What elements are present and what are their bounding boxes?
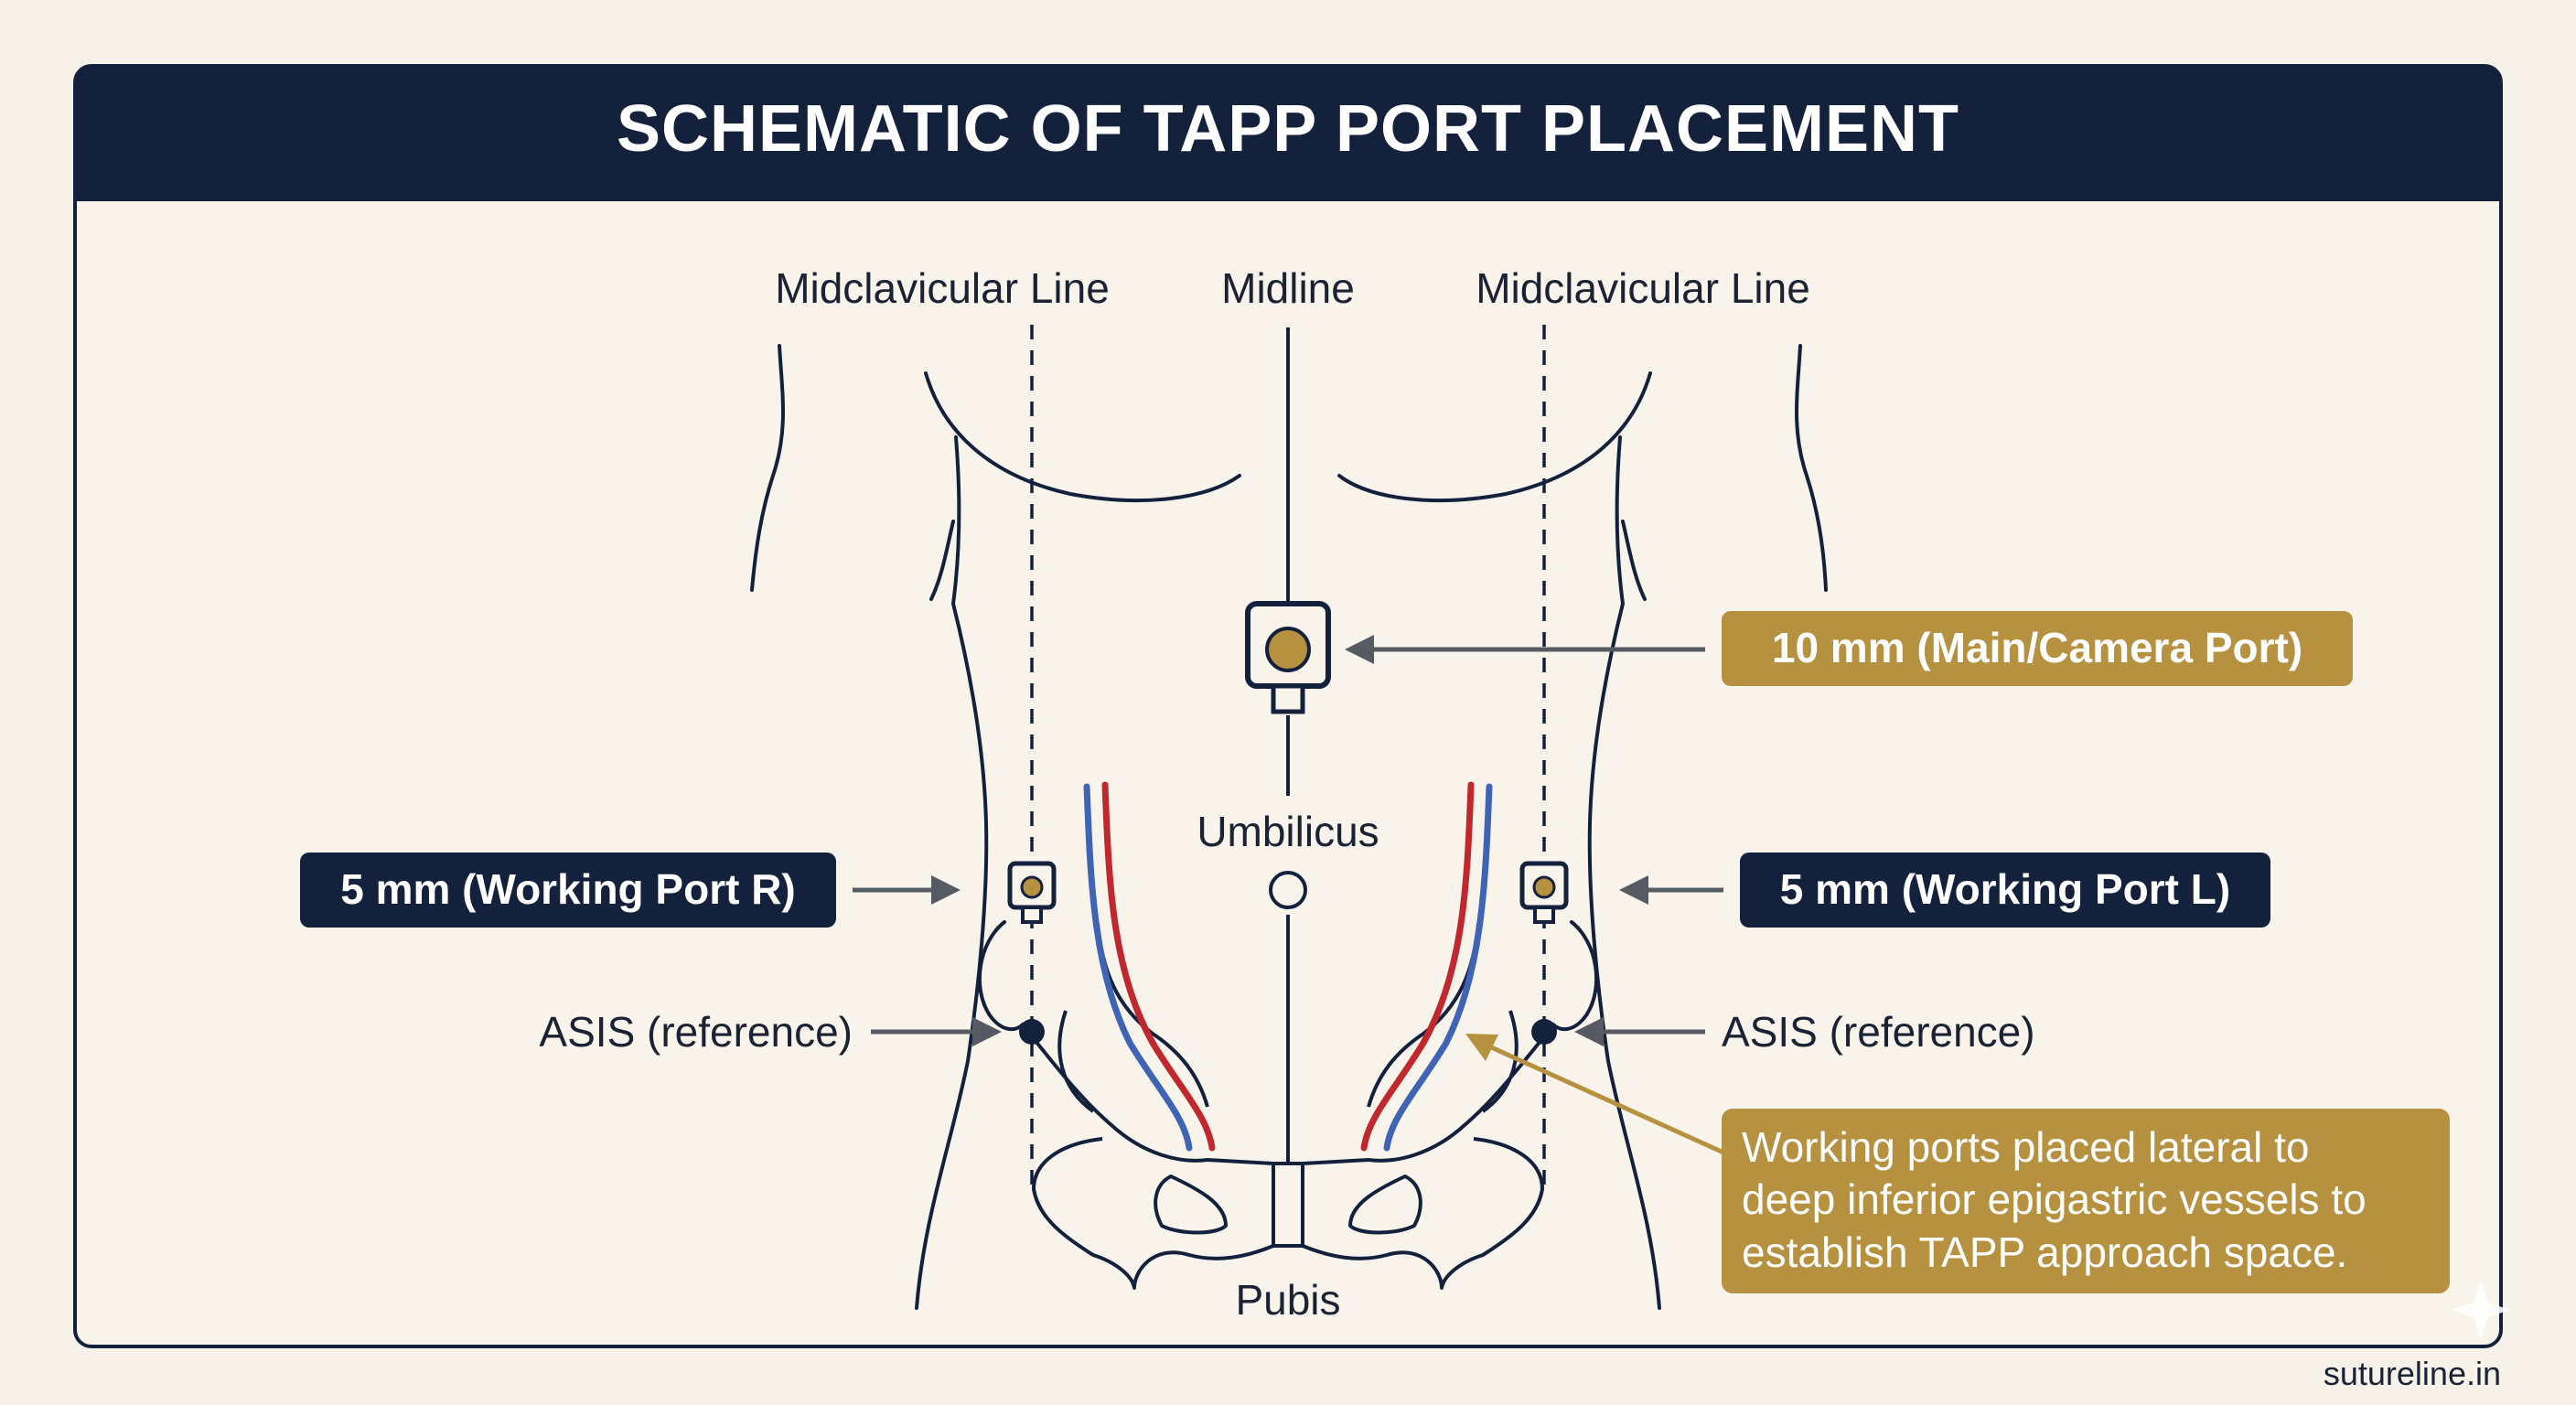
asis-left-label: ASIS (reference)	[1722, 1008, 2035, 1056]
watermark: sutureline.in	[2324, 1355, 2501, 1392]
epigastric-vessels-left	[1360, 781, 1493, 1152]
umbilicus-label: Umbilicus	[1197, 808, 1379, 855]
asis-right-marker	[1019, 1019, 1045, 1045]
note-pointer-arrow	[1465, 1034, 1725, 1155]
camera-port-label-pill: 10 mm (Main/Camera Port)	[1722, 611, 2353, 686]
camera-port-label: 10 mm (Main/Camera Port)	[1772, 624, 2302, 671]
working-port-right-label-pill: 5 mm (Working Port R)	[300, 853, 836, 928]
working-port-right-icon	[1007, 861, 1057, 924]
torso-outline	[750, 344, 1828, 1310]
asis-right-label: ASIS (reference)	[539, 1008, 853, 1056]
working-port-left-label-pill: 5 mm (Working Port L)	[1740, 853, 2270, 928]
midline-label: Midline	[1221, 264, 1355, 312]
midclavicular-line-right-label: Midclavicular Line	[775, 264, 1110, 312]
note-line-3: establish TAPP approach space.	[1742, 1228, 2347, 1276]
epigastric-vessels-right	[1083, 781, 1216, 1152]
working-port-left-label: 5 mm (Working Port L)	[1780, 865, 2230, 913]
camera-port-icon	[1245, 601, 1331, 714]
asis-left-marker	[1531, 1019, 1557, 1045]
pointer-arrows	[853, 635, 1723, 1046]
sparkle-icon	[2452, 1281, 2510, 1339]
note-line-1: Working ports placed lateral to	[1742, 1123, 2309, 1171]
pubis-label: Pubis	[1235, 1276, 1340, 1324]
note-box: Working ports placed lateral to deep inf…	[1722, 1109, 2450, 1293]
title-bar: SCHEMATIC OF TAPP PORT PLACEMENT	[75, 66, 2501, 201]
working-port-left-icon	[1519, 861, 1569, 924]
diagram-title: SCHEMATIC OF TAPP PORT PLACEMENT	[617, 92, 1959, 166]
note-line-2: deep inferior epigastric vessels to	[1742, 1175, 2367, 1223]
midclavicular-line-left-label: Midclavicular Line	[1476, 264, 1810, 312]
umbilicus-marker	[1269, 871, 1307, 909]
working-port-right-label: 5 mm (Working Port R)	[340, 865, 796, 913]
